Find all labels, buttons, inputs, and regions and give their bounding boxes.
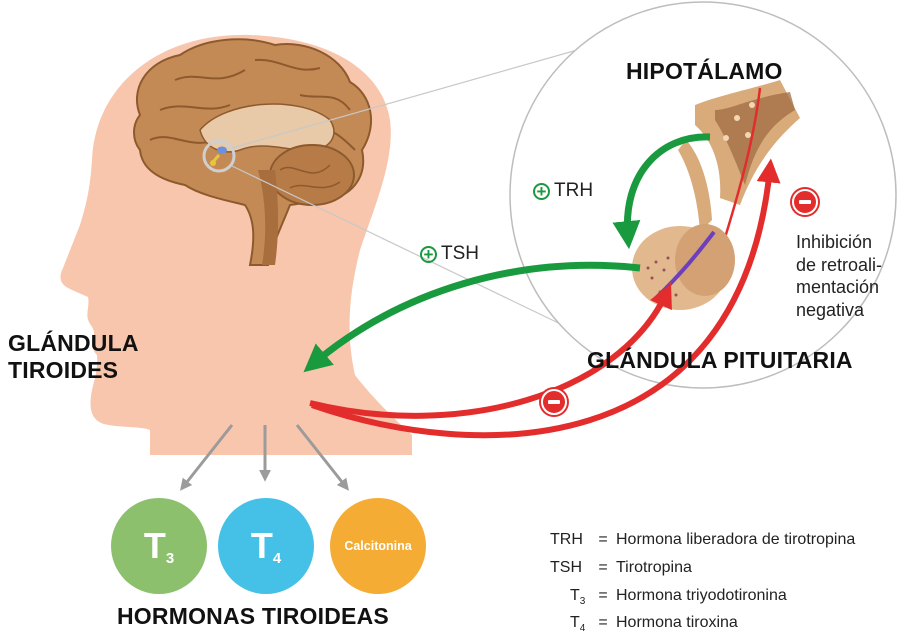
thyroid-label-line2: TIROIDES <box>8 357 139 384</box>
legend-row: TRH = Hormona liberadora de tirotropina <box>550 531 855 549</box>
hormones-title: HORMONAS TIROIDEAS <box>117 603 389 630</box>
hypothalamus-label: HIPOTÁLAMO <box>626 58 783 85</box>
minus-icon <box>792 189 818 215</box>
trh-label: + TRH <box>533 180 593 202</box>
tsh-label: + TSH <box>420 243 479 265</box>
negative-feedback-label: Inhibición de retroali- mentación negati… <box>796 231 882 321</box>
legend-row: T4 = Hormona tiroxina <box>570 614 738 634</box>
legend-row: TSH = Tirotropina <box>550 559 692 577</box>
pituitary-label: GLÁNDULA PITUITARIA <box>587 347 853 374</box>
legend-row: T3 = Hormona triyodotironina <box>570 587 787 607</box>
plus-icon: + <box>533 183 550 200</box>
thyroid-label: GLÁNDULA TIROIDES <box>8 330 139 384</box>
minus-icon <box>541 389 567 415</box>
thyroid-label-line1: GLÁNDULA <box>8 330 139 357</box>
hormone-circle-calcitonin: Calcitonina <box>330 498 426 594</box>
plus-icon: + <box>420 246 437 263</box>
